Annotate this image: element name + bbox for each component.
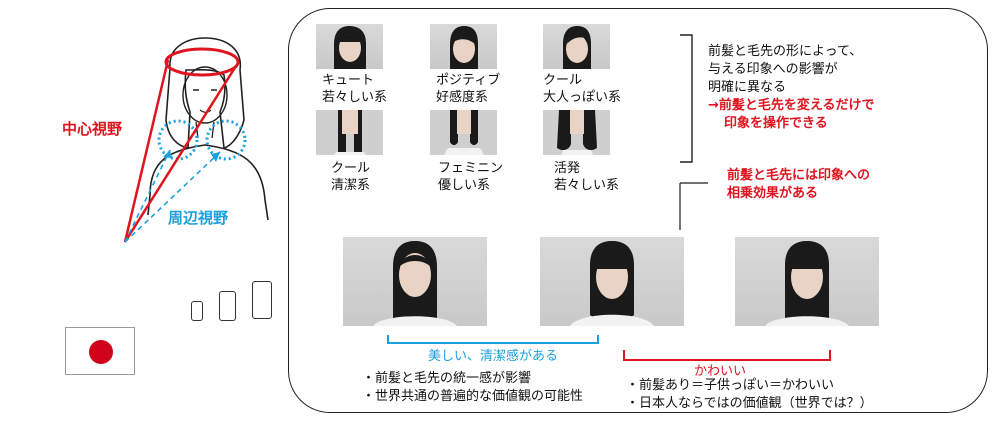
note-line-3: 明確に異なる xyxy=(708,80,787,95)
photo-cool-adult xyxy=(543,24,610,69)
photo-bottom-left xyxy=(343,237,487,326)
cute-label: かわいい xyxy=(694,364,747,379)
label-cute: キュート若々しい系 xyxy=(322,73,388,105)
thought-bubble-small xyxy=(191,301,203,321)
beautiful-bullet-1: ・前髪と毛先の統一感が影響 xyxy=(362,371,532,386)
photo-bottom-center xyxy=(540,237,684,326)
peripheral-ring-left xyxy=(157,119,199,161)
person-vision-illustration xyxy=(123,37,269,243)
impression-note: 前髪と毛先の形によって、 与える印象への影響が 明確に異なる →前髪と毛先を変え… xyxy=(708,43,875,133)
label-feminine: フェミニン優しい系 xyxy=(438,161,504,193)
cute-bracket xyxy=(623,350,831,361)
photo-feminine xyxy=(430,110,497,155)
label-positive: ポジティブ好感度系 xyxy=(436,73,501,105)
note-line-1: 前髪と毛先の形によって、 xyxy=(708,44,863,59)
cute-bullet-2: ・日本人ならではの価値観（世界では？） xyxy=(626,396,873,411)
japan-flag xyxy=(65,327,135,375)
beautiful-bullet-2: ・世界共通の普遍的な価値観の可能性 xyxy=(362,389,584,404)
label-active: 活発若々しい系 xyxy=(554,161,620,193)
photo-bottom-right xyxy=(735,237,879,326)
photo-cool-clean xyxy=(316,110,383,155)
central-vision-ring xyxy=(164,47,240,77)
person-body xyxy=(149,144,266,201)
label-cool-clean: クール清潔系 xyxy=(331,161,371,193)
beautiful-bullets: ・前髪と毛先の統一感が影響 ・世界共通の普遍的な価値観の可能性 xyxy=(362,370,583,406)
group-bracket xyxy=(680,34,693,163)
cute-bullets: ・前髪あり＝子供っぽい＝かわいい ・日本人ならではの価値観（世界では？） xyxy=(626,377,873,413)
photo-cute xyxy=(316,24,383,69)
peripheral-ring-right xyxy=(205,119,247,161)
central-vision-label: 中心視野 xyxy=(62,120,123,138)
photo-active xyxy=(543,110,610,155)
note-line-5: 印象を操作できる xyxy=(724,116,828,131)
person-face xyxy=(182,66,228,124)
thought-bubble-large xyxy=(252,281,272,319)
beautiful-bracket xyxy=(387,335,599,344)
person-hair xyxy=(165,37,245,149)
flag-sun xyxy=(89,340,113,364)
thought-bubble-medium xyxy=(219,291,236,321)
peripheral-vision-label: 周辺視野 xyxy=(168,209,229,227)
photo-positive xyxy=(430,24,497,69)
thought-frame xyxy=(288,8,988,413)
note-line-4: →前髪と毛先を変えるだけで xyxy=(708,98,875,113)
beautiful-label: 美しい、清潔感がある xyxy=(428,349,559,364)
synergy-line-1: 前髪と毛先には印象への xyxy=(727,168,871,183)
label-cool-adult: クール大人っぽい系 xyxy=(543,73,622,105)
synergy-line-2: 相乗効果がある xyxy=(727,186,819,201)
synergy-note: 前髪と毛先には印象への 相乗効果がある xyxy=(727,167,870,203)
cute-bullet-1: ・前髪あり＝子供っぽい＝かわいい xyxy=(626,378,835,393)
note-line-2: 与える印象への影響が xyxy=(708,62,838,77)
